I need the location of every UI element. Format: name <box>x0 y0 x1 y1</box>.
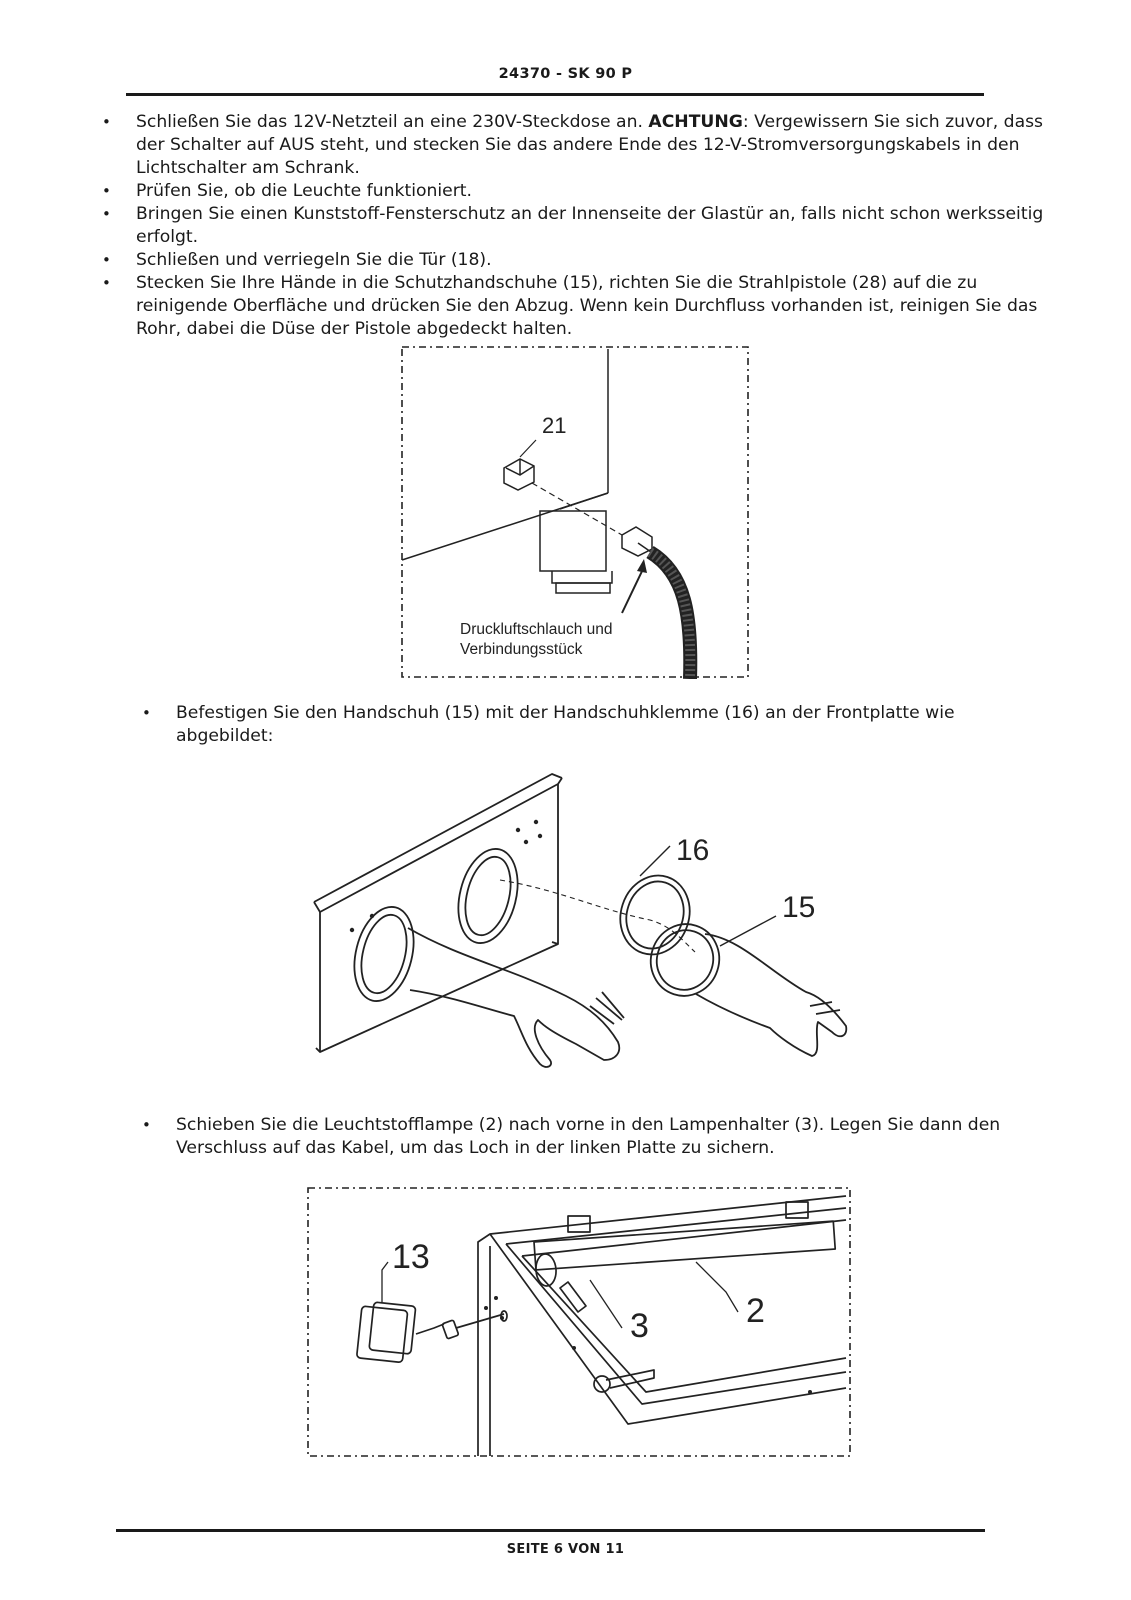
part-label-21: 21 <box>542 413 566 438</box>
bullet-icon: • <box>102 182 111 200</box>
page-number: SEITE 6 VON 11 <box>506 1542 625 1557</box>
hose-caption-2: Verbindungsstück <box>460 641 583 658</box>
instruction-item: • Schließen Sie das 12V-Netzteil an eine… <box>102 112 1044 178</box>
lamp-holder-figure: 13 3 2 <box>307 1187 851 1457</box>
part-label-13: 13 <box>392 1238 430 1276</box>
part-label-15: 15 <box>782 891 815 924</box>
lamp-instruction: • Schieben Sie die Leuchtstofflampe (2) … <box>142 1115 1001 1158</box>
hose-caption: Druckluftschlauch und <box>460 621 613 638</box>
bullet-icon: • <box>102 205 111 223</box>
bullet-icon: • <box>142 704 151 722</box>
part-label-3: 3 <box>630 1307 649 1345</box>
instruction-item: • Bringen Sie einen Kunststoff-Fenstersc… <box>102 204 1044 247</box>
bullet-icon: • <box>102 274 111 292</box>
footer-rule <box>116 1529 985 1532</box>
bullet-icon: • <box>102 251 111 269</box>
instruction-item: • Prüfen Sie, ob die Leuchte funktionier… <box>102 181 472 201</box>
part-label-2: 2 <box>746 1292 765 1330</box>
bullet-icon: • <box>102 113 111 131</box>
instruction-item: • Stecken Sie Ihre Hände in die Schutzha… <box>102 273 1038 339</box>
bullet-icon: • <box>142 1116 151 1134</box>
document-header: 24370 - SK 90 P <box>498 66 633 82</box>
hose-connection-figure: 21 Druckluftschlauch und Verbindungsstüc… <box>401 346 749 679</box>
header-rule <box>126 93 984 96</box>
warning-label: ACHTUNG <box>648 112 743 132</box>
part-label-16: 16 <box>676 834 709 867</box>
instruction-list: • Schließen Sie das 12V-Netzteil an eine… <box>100 111 1060 341</box>
glove-instruction: • Befestigen Sie den Handschuh (15) mit … <box>142 703 955 746</box>
glove-clamp-figure: 16 15 <box>313 773 848 1068</box>
instruction-item: • Schließen und verriegeln Sie die Tür (… <box>102 250 492 270</box>
